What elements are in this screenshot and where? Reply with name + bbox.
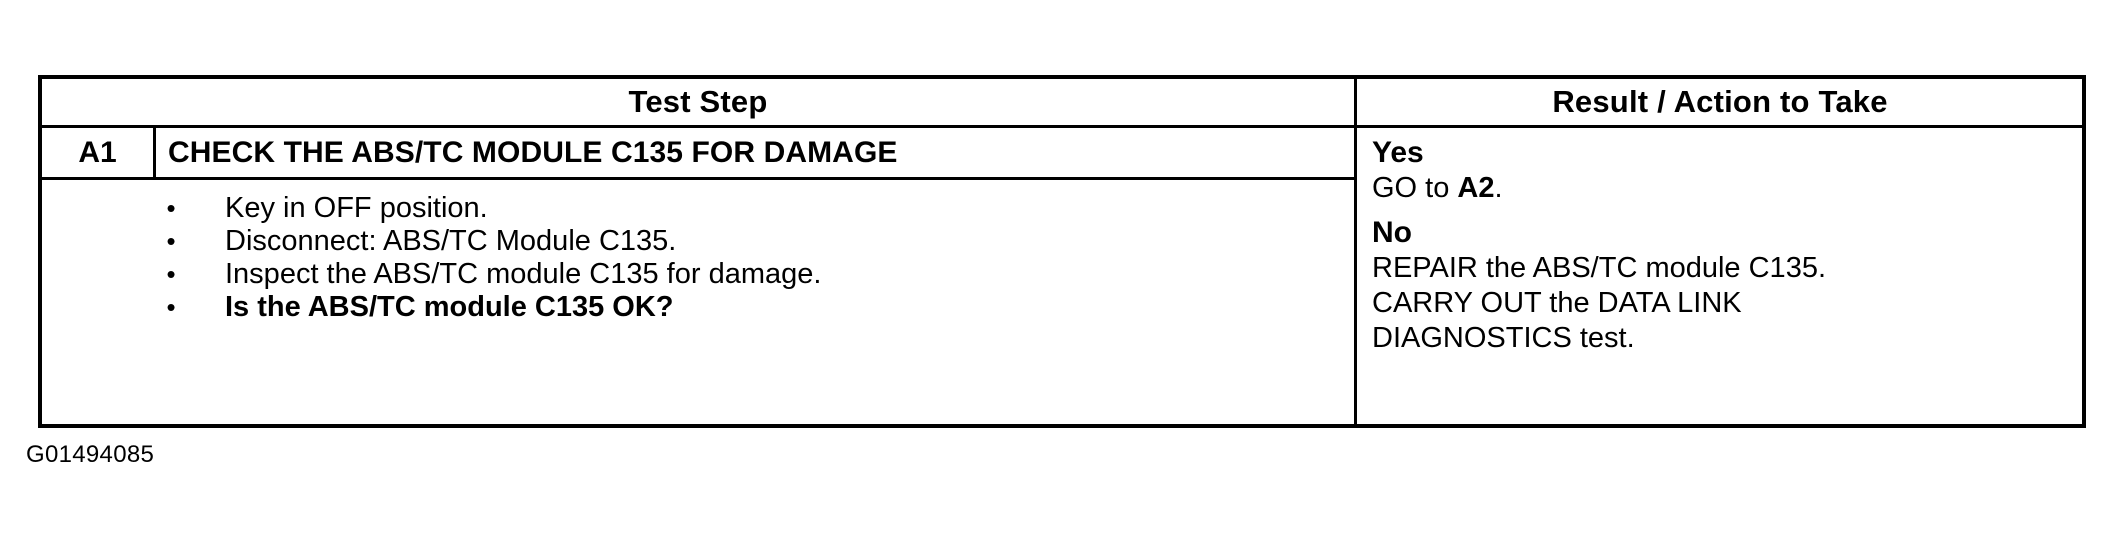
result-action-line: REPAIR the ABS/TC module C135. — [1372, 252, 1827, 284]
bullet-list-item: • Inspect the ABS/TC module C135 for dama… — [42, 258, 1354, 291]
step-title-cell: CHECK THE ABS/TC MODULE C135 FOR DAMAGE — [168, 135, 898, 169]
result-action-line: CARRY OUT the DATA LINK — [1372, 287, 1742, 319]
bullet-point-icon: • — [166, 259, 176, 289]
bullet-list-item: • Is the ABS/TC module C135 OK? — [42, 291, 1354, 324]
step-id-divider — [153, 128, 156, 177]
step-title-row: A1 CHECK THE ABS/TC MODULE C135 FOR DAMA… — [42, 128, 1354, 180]
bullet-item-label: Inspect the ABS/TC module C135 for damag… — [225, 258, 822, 290]
bullet-item-label: Disconnect: ABS/TC Module C135. — [225, 225, 677, 257]
table-header-row: Test Step Result / Action to Take — [42, 79, 2082, 128]
step-bullet-list: • Key in OFF position. • Disconnect: ABS/TC… — [42, 180, 1354, 424]
result-branch-label: Yes — [1372, 136, 1424, 169]
step-id-cell: A1 — [78, 135, 117, 169]
column-divider — [1354, 79, 1357, 424]
result-action-line: DIAGNOSTICS test. — [1372, 322, 1635, 354]
diagnostic-test-table: Test Step Result / Action to Take A1 CHE… — [38, 75, 2086, 428]
bullet-list-item: • Key in OFF position. — [42, 192, 1354, 225]
result-branch-label: No — [1372, 216, 1412, 249]
bullet-list-item: • Disconnect: ABS/TC Module C135. — [42, 225, 1354, 258]
bullet-item-label: Is the ABS/TC module C135 OK? — [225, 291, 674, 323]
bullet-point-icon: • — [166, 193, 176, 223]
result-action-line: GO to A2. — [1372, 172, 1503, 204]
figure-caption: G01494085 — [26, 441, 155, 468]
column-header-result-action: Result / Action to Take — [1552, 84, 1888, 119]
bullet-point-icon: • — [166, 226, 176, 256]
bullet-item-label: Key in OFF position. — [225, 192, 488, 224]
bullet-point-icon: • — [166, 292, 176, 322]
column-header-test-step: Test Step — [628, 84, 768, 119]
result-step-reference: A2 — [1457, 172, 1495, 204]
